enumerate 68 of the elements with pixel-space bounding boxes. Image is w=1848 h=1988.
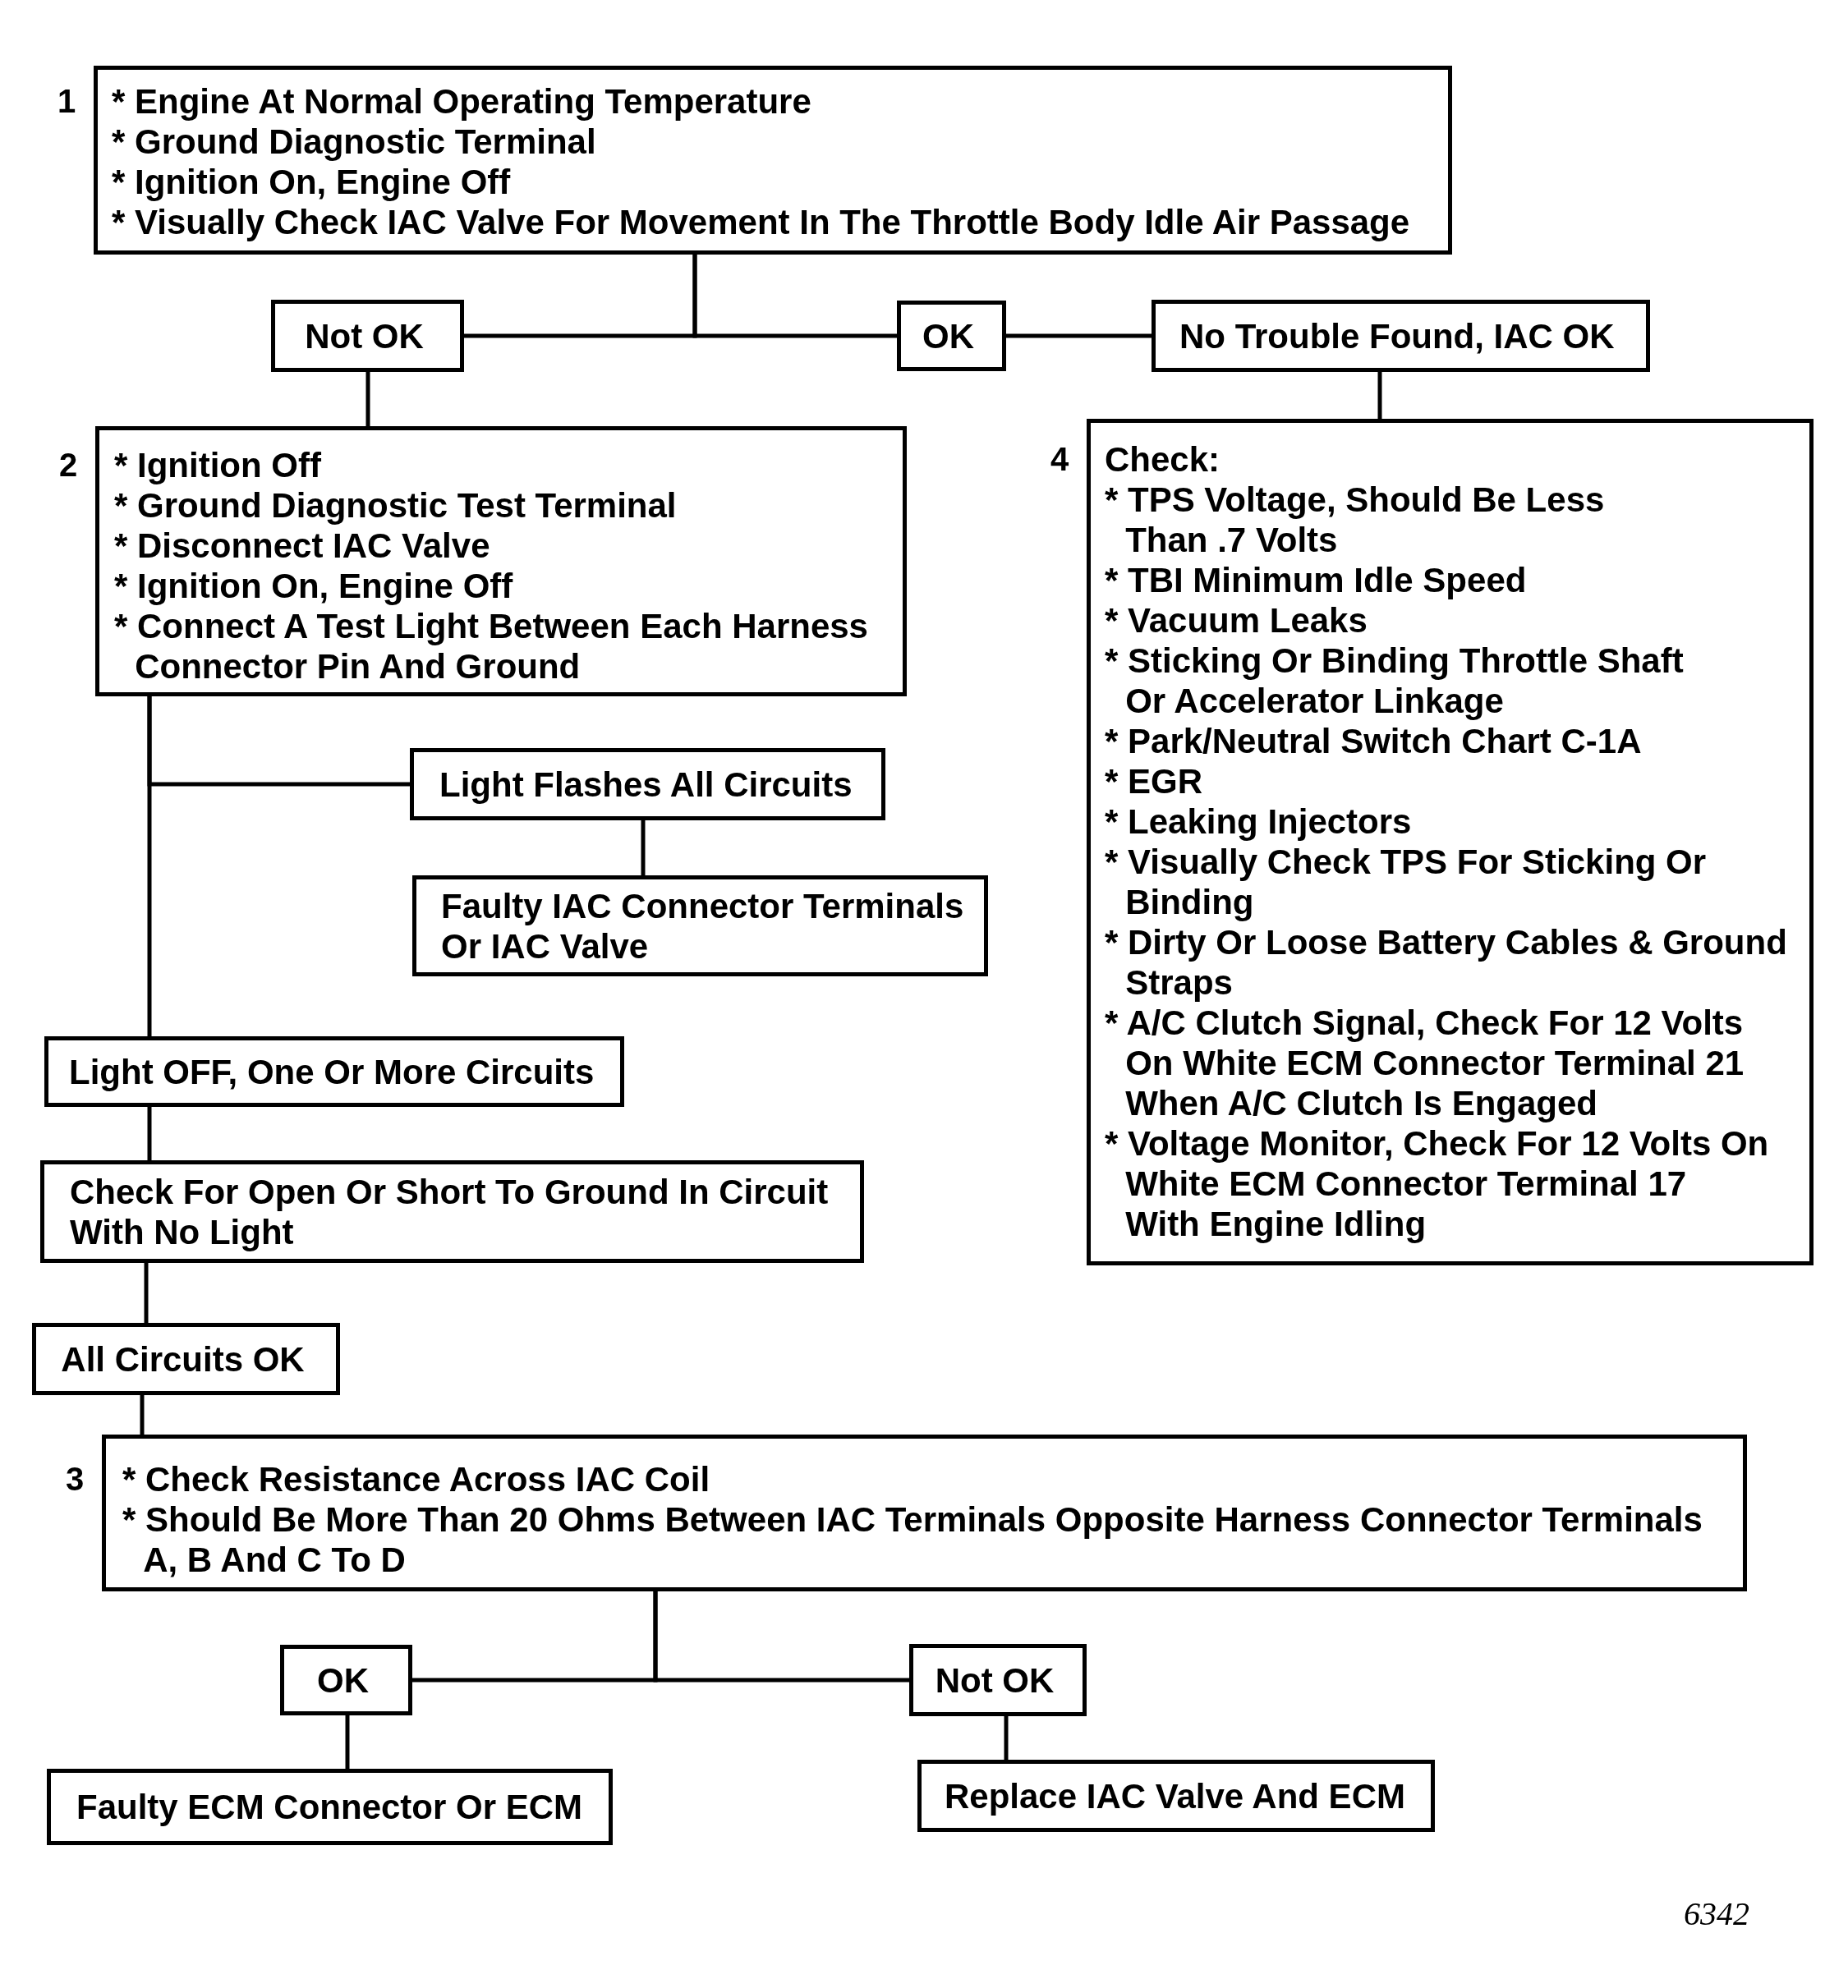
- instruction-text: * TBI Minimum Idle Speed: [1105, 560, 1527, 600]
- instruction-text: * A/C Clutch Signal, Check For 12 Volts On White ECM Connector Terminal 21 When A/C Clutch Is Engaged: [1105, 1003, 1745, 1123]
- instruction-text: * TPS Voltage, Should Be Less Than .7 Volts: [1105, 480, 1605, 560]
- connector-line: [1006, 333, 1152, 338]
- instruction-text: * Dirty Or Loose Battery Cables & Ground Straps: [1105, 922, 1787, 1003]
- figure-number: 6342: [1684, 1895, 1749, 1933]
- result-text: All Circuits OK: [61, 1338, 305, 1380]
- condition-text: Not OK: [935, 1660, 1055, 1701]
- instruction-text: * Visually Check TPS For Sticking Or Binding: [1105, 842, 1707, 922]
- result-text: Light OFF, One Or More Circuits: [69, 1051, 595, 1092]
- instruction-text: * Check Resistance Across IAC Coil: [122, 1459, 710, 1499]
- condition-text: OK: [922, 315, 974, 356]
- instruction-text: * Ignition On, Engine Off: [114, 566, 513, 606]
- step-number: 1: [57, 82, 76, 121]
- instruction-text: * Should Be More Than 20 Ohms Between IAC Terminals Opposite Harness Connector Terminals A, B And C To D: [122, 1499, 1703, 1580]
- condition-text: OK: [317, 1660, 369, 1701]
- result-text: Check For Open Or Short To Ground In Circuit With No Light: [70, 1171, 829, 1252]
- result-box: [412, 875, 988, 976]
- result-box: [44, 1036, 624, 1107]
- result-box: [40, 1160, 864, 1263]
- instruction-text: Check:: [1105, 439, 1221, 480]
- connector-line: [692, 255, 897, 338]
- condition-box: [897, 301, 1006, 371]
- condition-box: [271, 300, 464, 372]
- result-text: Light Flashes All Circuits: [439, 764, 853, 805]
- connector-line: [140, 1395, 145, 1435]
- step-box: [94, 66, 1452, 255]
- connector-line: [653, 1591, 909, 1683]
- instruction-text: * Engine At Normal Operating Temperature: [112, 81, 811, 122]
- condition-text: Not OK: [305, 315, 424, 356]
- connector-line: [1004, 1716, 1009, 1760]
- result-text: Replace IAC Valve And ECM: [945, 1775, 1405, 1816]
- connector-line: [365, 372, 370, 426]
- step-number: 2: [58, 446, 78, 484]
- instruction-text: * Connect A Test Light Between Each Harness Connector Pin And Ground: [114, 606, 868, 686]
- connector-line: [345, 1715, 350, 1769]
- instruction-text: * Park/Neutral Switch Chart C-1A: [1105, 721, 1642, 761]
- connector-line: [641, 820, 646, 875]
- connector-line: [147, 1107, 152, 1160]
- instruction-text: * Ignition Off: [114, 445, 321, 485]
- result-text: Faulty IAC Connector Terminals Or IAC Valve: [441, 885, 964, 966]
- result-text: Faulty ECM Connector Or ECM: [76, 1787, 583, 1827]
- instruction-text: * Ground Diagnostic Terminal: [112, 122, 596, 162]
- step-number: 3: [65, 1460, 85, 1499]
- result-box: [1152, 300, 1650, 372]
- result-box: [917, 1760, 1435, 1832]
- instruction-text: * Disconnect IAC Valve: [114, 526, 490, 566]
- condition-box: [909, 1644, 1087, 1716]
- step-number: 4: [1050, 440, 1069, 479]
- instruction-text: * Visually Check IAC Valve For Movement In The Throttle Body Idle Air Passage: [112, 202, 1410, 242]
- step-box: [102, 1435, 1747, 1591]
- instruction-text: * Sticking Or Binding Throttle Shaft Or Accelerator Linkage: [1105, 640, 1684, 721]
- condition-box: [280, 1645, 412, 1715]
- result-text: No Trouble Found, IAC OK: [1179, 315, 1615, 356]
- connector-line: [144, 1263, 149, 1323]
- result-box: [410, 748, 885, 820]
- connector-line: [147, 696, 152, 1036]
- instruction-text: * Vacuum Leaks: [1105, 600, 1368, 640]
- result-box: [47, 1769, 613, 1845]
- instruction-text: * Ignition On, Engine Off: [112, 162, 511, 202]
- result-box: [32, 1323, 340, 1395]
- instruction-text: * EGR: [1105, 761, 1203, 801]
- instruction-text: * Ground Diagnostic Test Terminal: [114, 485, 677, 526]
- instruction-text: * Voltage Monitor, Check For 12 Volts On White ECM Connector Terminal 17 With Engine Idling: [1105, 1123, 1769, 1244]
- step-box: [1087, 419, 1814, 1265]
- instruction-text: * Leaking Injectors: [1105, 801, 1412, 842]
- connector-line: [1377, 372, 1382, 419]
- step-box: [95, 426, 907, 696]
